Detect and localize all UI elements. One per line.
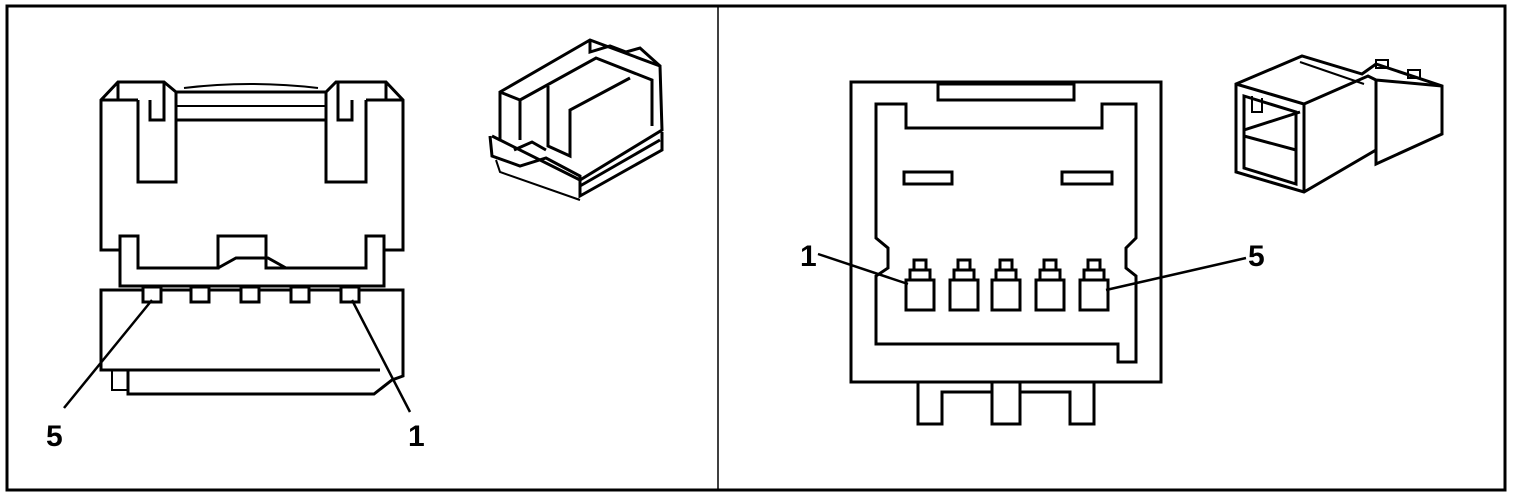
left-leader-pin-5 [63,299,153,409]
right-terminal-4 [1034,278,1066,312]
right-key-slot-left [902,170,954,186]
left-leader-pin-1 [350,299,412,413]
right-connector-isometric-view [1234,54,1444,194]
right-terminal-1 [904,278,936,312]
left-pin-cavity-3 [239,285,261,304]
left-pin-cavity-5 [141,285,163,304]
left-connector-face-view [63,80,412,413]
left-pin-cavity-4 [189,285,211,304]
right-leader-pin-1 [817,252,909,286]
left-pin-cavity-1 [339,285,361,304]
right-terminal-3 [990,278,1022,312]
right-leader-pin-5 [1105,256,1247,292]
right-connector-face-view [817,80,1247,426]
left-connector-isometric-view [488,38,664,201]
right-pin-label-5: 5 [1248,240,1265,273]
right-key-slot-right [1060,170,1114,186]
right-terminal-5 [1078,278,1110,312]
left-pin-cavity-2 [289,285,311,304]
right-pin-label-1: 1 [800,240,817,273]
left-pin-label-5: 5 [46,420,63,453]
right-terminal-2 [948,278,980,312]
left-pin-label-1: 1 [408,420,425,453]
figure-frame [5,4,1507,492]
